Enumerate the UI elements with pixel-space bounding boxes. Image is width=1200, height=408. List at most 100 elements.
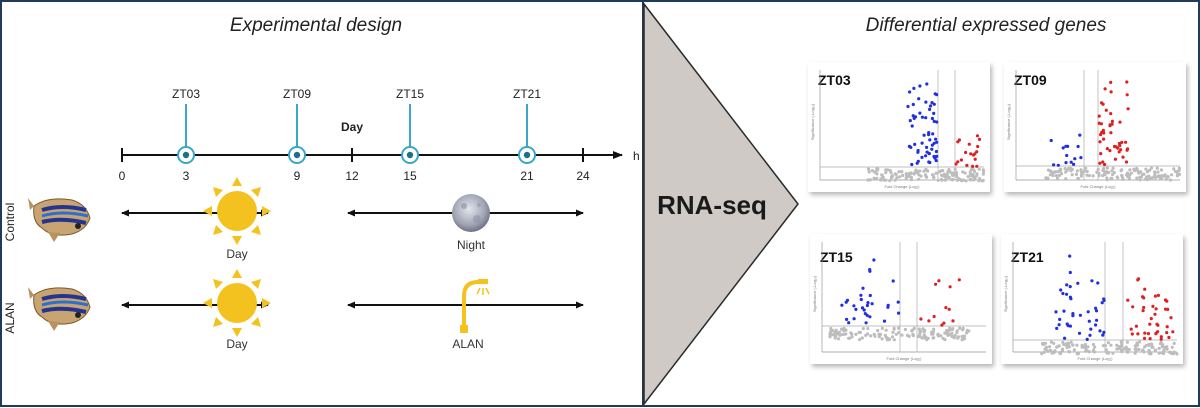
down-point	[913, 115, 918, 119]
ns-point	[1128, 168, 1132, 172]
ns-point	[901, 173, 905, 178]
ns-point	[1159, 340, 1163, 344]
down-point	[870, 302, 874, 306]
ns-point	[1147, 349, 1151, 353]
ns-point	[1069, 340, 1073, 344]
ns-point	[958, 326, 962, 330]
down-point	[927, 151, 931, 155]
down-point	[930, 143, 934, 147]
up-point	[1112, 144, 1117, 149]
ns-point	[1085, 173, 1089, 177]
ns-point	[1172, 167, 1176, 171]
ns-point	[1091, 342, 1095, 347]
down-point	[868, 269, 872, 273]
ns-point	[1109, 176, 1113, 180]
up-point	[1101, 160, 1105, 164]
down-point	[1101, 333, 1105, 337]
day-label-control: Day	[226, 247, 247, 261]
ns-point	[911, 332, 915, 336]
ns-point	[870, 169, 874, 173]
up-point	[1165, 325, 1169, 329]
up-point	[1098, 140, 1102, 144]
ns-point	[1133, 351, 1137, 355]
up-point	[932, 314, 936, 319]
up-point	[1125, 80, 1129, 84]
ns-point	[894, 172, 898, 177]
ns-point	[1172, 341, 1176, 345]
ns-point	[1125, 340, 1129, 344]
ns-point	[1134, 347, 1138, 351]
down-point	[918, 111, 922, 115]
up-point	[1143, 331, 1147, 335]
down-point	[910, 162, 914, 167]
ns-point	[1043, 341, 1048, 345]
ns-point	[936, 178, 940, 182]
plot-ylabel: Significance (-Log₁₀)	[812, 275, 817, 312]
up-point	[947, 307, 951, 311]
ns-point	[981, 172, 985, 176]
ns-point	[925, 168, 929, 173]
up-point	[1100, 101, 1104, 105]
ns-point	[917, 173, 921, 177]
ns-point	[1125, 350, 1129, 354]
up-point	[1101, 128, 1105, 132]
down-point	[928, 160, 932, 165]
plot-card	[810, 234, 992, 364]
down-point	[908, 119, 912, 123]
rna-seq-label: RNA-seq	[657, 190, 767, 220]
up-point	[1109, 131, 1113, 135]
up-point	[944, 306, 948, 310]
ns-point	[1150, 345, 1154, 349]
down-point	[896, 300, 900, 304]
up-point	[976, 144, 980, 149]
ns-point	[945, 328, 949, 333]
zebrafish-icon	[28, 198, 91, 242]
ns-point	[833, 336, 837, 340]
alan-label: ALAN	[452, 337, 483, 351]
zt-label: ZT21	[513, 87, 541, 101]
ns-point	[903, 327, 907, 332]
up-point	[1124, 160, 1129, 164]
plot-label: ZT21	[1011, 249, 1044, 265]
up-point	[1125, 148, 1129, 152]
ns-point	[948, 170, 952, 174]
ns-point	[926, 336, 930, 340]
ns-point	[836, 331, 840, 335]
ns-point	[951, 178, 955, 182]
ns-point	[1126, 171, 1130, 175]
ns-point	[960, 179, 964, 183]
ns-point	[875, 172, 879, 176]
row-label-alan: ALAN	[3, 302, 17, 333]
ns-point	[961, 170, 965, 174]
up-point	[1099, 152, 1103, 156]
ns-point	[1170, 351, 1174, 356]
ns-point	[867, 170, 871, 174]
ns-point	[854, 332, 858, 336]
ns-point	[1105, 351, 1109, 355]
ns-point	[956, 336, 960, 340]
ns-point	[1104, 348, 1108, 352]
ns-point	[932, 327, 936, 331]
up-point	[957, 138, 961, 142]
ns-point	[916, 334, 920, 339]
ns-point	[1135, 166, 1139, 171]
up-point	[1126, 107, 1130, 111]
ns-point	[1159, 168, 1164, 172]
ns-point	[831, 329, 835, 333]
ns-point	[977, 179, 981, 183]
ns-point	[1040, 352, 1044, 356]
ns-point	[1103, 344, 1107, 348]
ns-point	[1109, 343, 1113, 347]
plot-label: ZT03	[818, 72, 851, 88]
ns-point	[921, 327, 925, 331]
sun-icon	[203, 269, 271, 337]
sun-icon	[203, 177, 271, 245]
ns-point	[981, 168, 985, 172]
ns-point	[1156, 174, 1160, 179]
down-point	[924, 100, 928, 104]
up-point	[1156, 323, 1160, 327]
ns-point	[848, 336, 852, 340]
down-point	[931, 132, 935, 136]
ns-point	[850, 335, 854, 339]
